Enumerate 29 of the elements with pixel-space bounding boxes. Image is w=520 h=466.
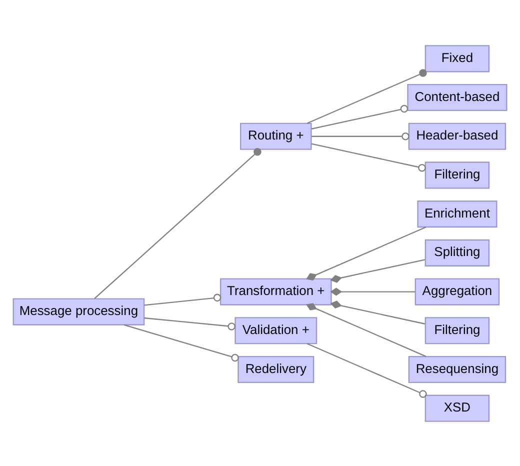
node-box: Transformation +	[220, 278, 332, 305]
node-box: Message processing	[12, 298, 145, 325]
node-box: Fixed	[424, 44, 490, 72]
node-box: Routing +	[240, 122, 312, 150]
node-box: Enrichment	[417, 200, 498, 228]
connector	[124, 324, 239, 362]
node-box: Resequensing	[408, 355, 506, 383]
node-box: XSD	[424, 394, 490, 422]
connector	[94, 148, 262, 299]
node-box: Validation +	[234, 316, 318, 344]
connector	[330, 258, 426, 282]
connector	[144, 293, 222, 306]
connector	[306, 302, 426, 356]
node-box: Content-based	[407, 83, 508, 111]
node-box: Splitting	[424, 238, 490, 266]
connector	[144, 316, 236, 330]
connector	[311, 142, 426, 172]
node-box: Header-based	[408, 122, 506, 150]
connector	[306, 342, 427, 398]
node-box: Aggregation	[414, 278, 500, 305]
node-box: Filtering	[424, 316, 490, 344]
node-box: Filtering	[424, 161, 490, 188]
connector	[312, 132, 410, 140]
node-box: Redelivery	[238, 355, 314, 383]
connector	[306, 226, 426, 280]
connector	[311, 104, 408, 129]
connector	[330, 300, 426, 324]
connector	[306, 68, 427, 124]
connector	[330, 287, 416, 296]
